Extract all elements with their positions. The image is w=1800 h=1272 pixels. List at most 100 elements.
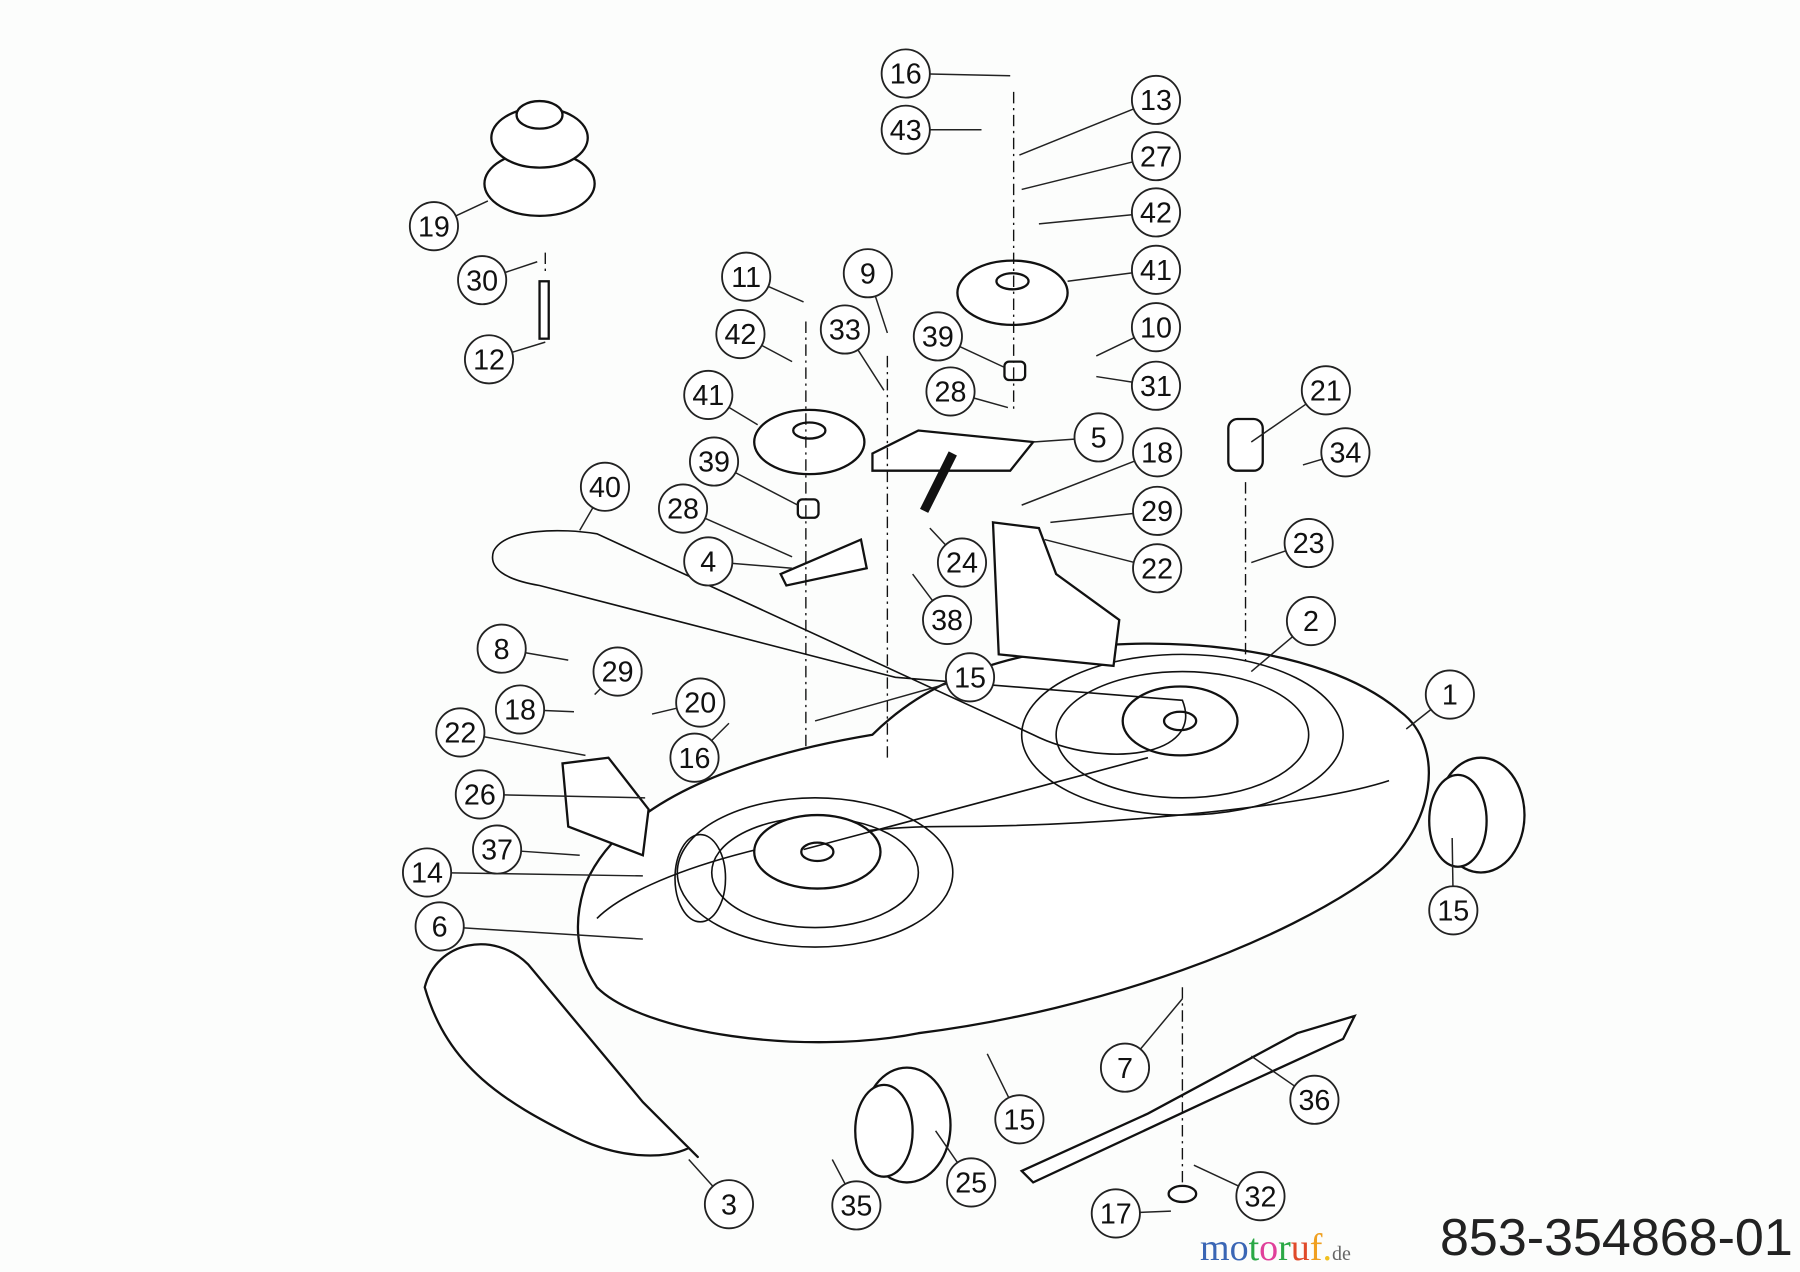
callout-number: 11 <box>731 262 761 294</box>
watermark-logo: motoruf.de <box>1200 1226 1351 1270</box>
leader-line <box>1193 1164 1239 1187</box>
leader-line <box>1250 1055 1296 1087</box>
leader-line <box>732 562 793 570</box>
callout-number: 43 <box>890 115 922 147</box>
callout-37: 37 <box>472 824 523 875</box>
callout-32: 32 <box>1235 1171 1286 1222</box>
callout-2: 2 <box>1285 596 1336 647</box>
callout-number: 37 <box>481 835 513 867</box>
callout-circle <box>689 436 740 487</box>
spring-and-brackets <box>561 417 1264 857</box>
leader-line <box>857 349 885 391</box>
callout-circle <box>831 1180 882 1231</box>
callout-circle <box>1132 485 1183 536</box>
leader-line <box>1250 636 1294 673</box>
callout-41: 41 <box>683 369 734 420</box>
leader-line <box>912 573 934 602</box>
callout-5: 5 <box>1073 412 1124 463</box>
callout-circle <box>715 309 766 360</box>
leader-line <box>503 794 646 799</box>
callout-36: 36 <box>1289 1074 1340 1125</box>
callout-20: 20 <box>675 677 726 728</box>
leader-line <box>929 73 1011 77</box>
callout-circle <box>658 483 709 534</box>
leader-line <box>483 736 586 757</box>
callout-number: 1 <box>1442 680 1458 712</box>
callout-circle <box>683 536 734 587</box>
part-number: 853-354868-01 <box>1440 1209 1793 1267</box>
callout-number: 36 <box>1298 1085 1330 1117</box>
callout-circle <box>675 677 726 728</box>
callout-number: 12 <box>473 344 505 376</box>
callout-circle <box>925 366 976 417</box>
callout-number: 20 <box>684 688 716 720</box>
leader-line <box>1038 214 1133 225</box>
callout-circle <box>1090 1188 1141 1239</box>
callout-35: 35 <box>831 1180 882 1231</box>
callout-circle <box>1132 543 1183 594</box>
callout-circle <box>1424 669 1475 720</box>
callout-number: 28 <box>935 377 967 409</box>
callout-28: 28 <box>658 483 709 534</box>
callout-circle <box>1283 517 1334 569</box>
callout-31: 31 <box>1130 360 1182 411</box>
callout-3: 3 <box>703 1179 754 1230</box>
leader-line <box>761 344 793 363</box>
callout-circle <box>592 646 643 697</box>
leader-line <box>1033 438 1075 443</box>
callout-circle <box>1289 1074 1340 1125</box>
callout-number: 15 <box>1437 896 1469 928</box>
watermark-letter: m <box>1200 1227 1230 1269</box>
callout-26: 26 <box>454 769 505 820</box>
callout-25: 25 <box>946 1157 997 1208</box>
callout-circle <box>408 201 459 252</box>
leader-line <box>929 527 947 546</box>
callout-42: 42 <box>715 309 766 360</box>
leader-line <box>579 507 594 531</box>
leader-line <box>511 341 546 353</box>
callout-27: 27 <box>1130 131 1182 182</box>
callout-circle <box>472 824 523 875</box>
callout-number: 15 <box>954 662 986 694</box>
callout-number: 3 <box>721 1189 737 1221</box>
callout-7: 7 <box>1099 1042 1151 1093</box>
callout-1: 1 <box>1424 669 1475 720</box>
callout-40: 40 <box>579 461 631 512</box>
callout-number: 16 <box>890 59 922 91</box>
drive-belt <box>491 529 1187 851</box>
callout-circle <box>464 334 515 385</box>
callout-circle <box>476 623 527 674</box>
leader-line <box>1251 550 1287 564</box>
leader-line <box>594 688 602 696</box>
leader-line <box>1067 272 1133 283</box>
callout-39: 39 <box>912 311 963 362</box>
callout-number: 27 <box>1140 141 1172 173</box>
callout-29: 29 <box>592 646 643 697</box>
callout-number: 25 <box>955 1168 987 1200</box>
callout-number: 19 <box>418 211 450 243</box>
mower-blade <box>1019 1014 1357 1204</box>
callout-number: 15 <box>1003 1104 1035 1136</box>
callout-28: 28 <box>925 366 976 417</box>
callout-circle <box>880 48 931 99</box>
callout-circle <box>1130 244 1182 295</box>
callout-12: 12 <box>464 334 515 385</box>
callout-number: 35 <box>840 1191 872 1223</box>
callout-14: 14 <box>402 847 453 898</box>
callout-number: 42 <box>724 319 756 351</box>
leader-line <box>1139 998 1183 1050</box>
callout-number: 38 <box>931 605 963 637</box>
leader-line <box>831 1159 846 1185</box>
leader-line <box>711 722 730 742</box>
callout-34: 34 <box>1320 427 1371 478</box>
callout-17: 17 <box>1090 1188 1141 1239</box>
callout-circle <box>454 769 505 820</box>
discharge-chute <box>423 943 699 1159</box>
callout-circle <box>703 1179 754 1230</box>
watermark-letter: u <box>1290 1227 1310 1269</box>
leader-line <box>1250 403 1307 443</box>
callout-number: 2 <box>1303 606 1319 638</box>
callout-number: 34 <box>1329 437 1361 469</box>
callout-number: 29 <box>1141 496 1173 528</box>
leader-line <box>1021 460 1135 506</box>
